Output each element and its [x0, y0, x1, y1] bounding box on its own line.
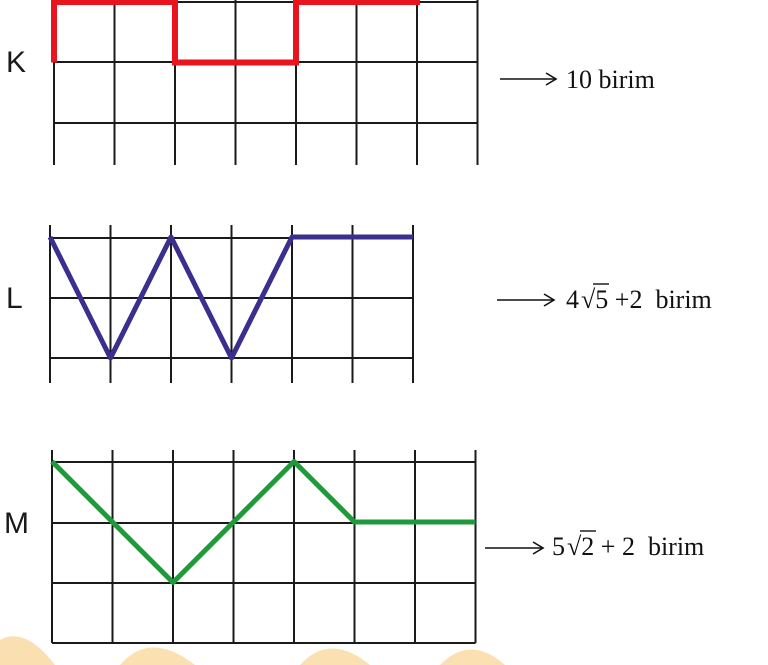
row-label-l: L — [6, 282, 23, 315]
grid-k — [53, 0, 479, 165]
result-text-l: 4√5 +2 birim — [566, 285, 712, 314]
arrow-head-m — [532, 541, 545, 555]
row-label-k: K — [6, 46, 26, 79]
result-m-radicand: 2 — [581, 532, 594, 561]
result-k: 10 birim — [500, 65, 655, 94]
result-m-coefficient: 5 — [552, 532, 565, 561]
result-m-suffix: + 2 birim — [594, 532, 704, 561]
result-k-prefix: 10 birim — [566, 65, 655, 94]
result-m: 5√2 + 2 birim — [485, 530, 704, 561]
arrow-head-l — [543, 293, 556, 307]
result-l-radicand: 5 — [595, 285, 608, 314]
panel-k: K 10 birim — [6, 0, 655, 165]
result-l-suffix: +2 birim — [608, 285, 712, 314]
watermark-logo — [0, 636, 505, 665]
grid-m — [51, 450, 477, 644]
panel-m: M 5√2 + 2 birim — [4, 450, 704, 644]
radical-sign-m: √ — [567, 532, 582, 561]
panel-l: L 4√5 +2 birim — [6, 225, 712, 383]
result-text-k: 10 birim — [566, 65, 655, 94]
result-text-m: 5√2 + 2 birim — [552, 532, 704, 561]
result-l-coefficient: 4 — [566, 285, 579, 314]
path-m — [50, 459, 476, 585]
result-l: 4√5 +2 birim — [497, 283, 712, 314]
arrow-head-k — [545, 72, 558, 86]
row-label-m: M — [4, 507, 29, 540]
path-l — [47, 234, 413, 361]
path-k — [51, 0, 420, 66]
radical-sign-l: √ — [581, 285, 596, 314]
